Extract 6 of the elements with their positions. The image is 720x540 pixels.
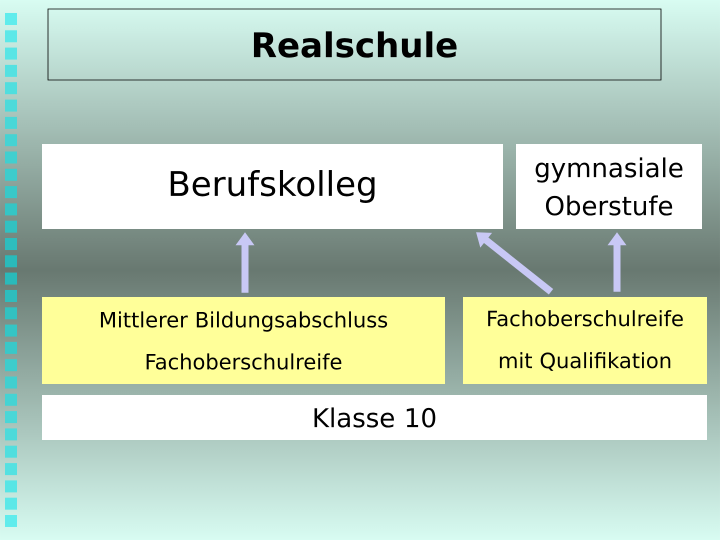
- text-box: Fachoberschulreife mit Qualifikation: [463, 296, 707, 384]
- title-box: Realschule: [48, 8, 662, 80]
- text-box: Mittlerer Bildungsabschluss Fachoberschulreife: [42, 296, 445, 384]
- text-box: Berufskolleg: [42, 144, 503, 229]
- text-box: gymnasiale Oberstufe: [516, 144, 702, 229]
- text-box: Klasse 10: [42, 394, 707, 440]
